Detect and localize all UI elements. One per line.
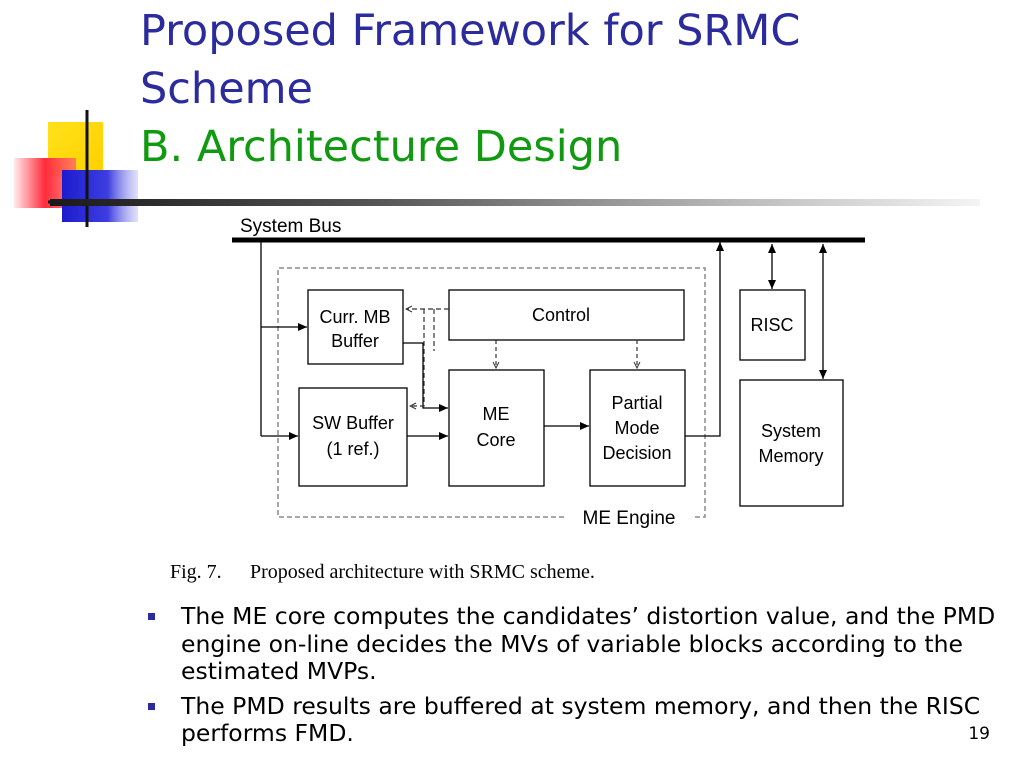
title-line-1: Proposed Framework for SRMC bbox=[140, 6, 801, 56]
curr-mb-buffer-label-1: Curr. MB bbox=[319, 307, 390, 327]
bullet-square-icon bbox=[148, 613, 155, 620]
bullet-text: The PMD results are buffered at system m… bbox=[181, 691, 981, 747]
system-memory-label-2: Memory bbox=[758, 446, 823, 466]
bullet-item: The ME core computes the candidates’ dis… bbox=[148, 602, 1008, 686]
arrow-pmd-to-bus bbox=[685, 242, 724, 437]
bullet-text: The ME core computes the candidates’ dis… bbox=[181, 602, 996, 685]
blue-square bbox=[62, 170, 138, 222]
pmd-label-1: Partial bbox=[611, 393, 662, 413]
me-engine-label: ME Engine bbox=[583, 508, 676, 529]
slide-title: Proposed Framework for SRMC Scheme B. Ar… bbox=[140, 2, 1000, 176]
control-to-sw-buffer-dashed bbox=[410, 309, 435, 406]
bullet-item: The PMD results are buffered at system m… bbox=[148, 691, 1008, 748]
me-core-label-1: ME bbox=[483, 404, 510, 424]
architecture-diagram: System Bus ME Engine Curr. MB Buffer Con… bbox=[170, 216, 865, 583]
sw-buffer-label-1: SW Buffer bbox=[312, 413, 394, 433]
curr-mb-buffer-box bbox=[307, 289, 404, 365]
control-label: Control bbox=[532, 305, 590, 325]
system-bus-label: System Bus bbox=[240, 216, 341, 237]
bullet-square-icon bbox=[148, 702, 155, 710]
system-memory-label-1: System bbox=[761, 421, 821, 441]
risc-label: RISC bbox=[750, 315, 793, 335]
me-engine-border bbox=[277, 267, 706, 518]
risc-box bbox=[739, 289, 806, 361]
arrow-curr-mb-to-me-core bbox=[403, 342, 448, 412]
decorative-squares bbox=[14, 110, 140, 227]
curr-mb-buffer-label-2: Buffer bbox=[331, 331, 379, 351]
control-box bbox=[448, 289, 685, 341]
pmd-label-2: Mode bbox=[614, 418, 659, 438]
title-divider bbox=[50, 199, 980, 206]
figure-caption-number: Fig. 7. bbox=[170, 561, 222, 583]
sw-buffer-label-2: (1 ref.) bbox=[326, 439, 379, 459]
page-number: 19 bbox=[968, 724, 990, 744]
slide-subtitle: B. Architecture Design bbox=[140, 122, 623, 172]
title-line-2: Scheme bbox=[140, 64, 313, 114]
me-core-label-2: Core bbox=[476, 430, 515, 450]
sw-buffer-box bbox=[298, 387, 408, 487]
bullet-list: The ME core computes the candidates’ dis… bbox=[148, 602, 1008, 755]
pmd-label-3: Decision bbox=[602, 443, 671, 463]
figure-caption-text: Proposed architecture with SRMC scheme. bbox=[250, 561, 595, 583]
me-core-box bbox=[448, 369, 545, 487]
partial-mode-decision-box bbox=[589, 369, 686, 487]
system-memory-box bbox=[739, 379, 844, 507]
